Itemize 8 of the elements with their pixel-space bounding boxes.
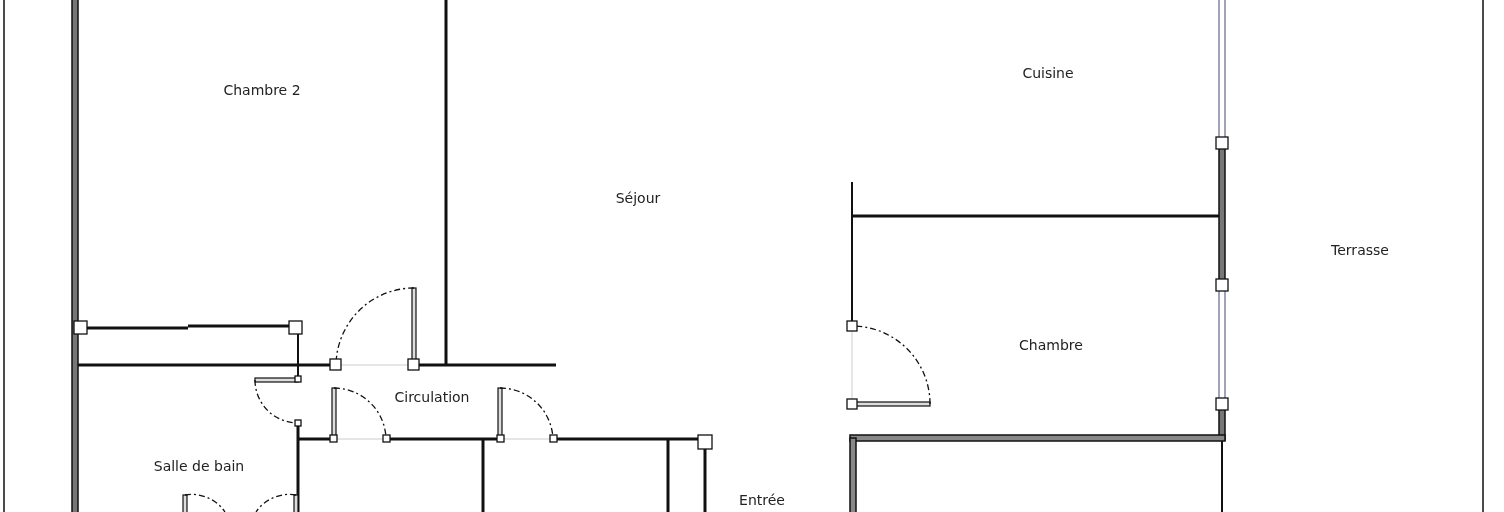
room-label: Salle de bain <box>153 458 245 474</box>
room-label: Entrée <box>739 492 785 508</box>
room-label: Chambre 2 <box>223 82 301 98</box>
room-label: Chambre <box>1019 337 1083 353</box>
room-label: Séjour <box>615 190 661 206</box>
room-label: Terrasse <box>1331 242 1389 258</box>
room-label: Circulation <box>394 389 470 405</box>
room-label: Cuisine <box>1022 65 1074 81</box>
